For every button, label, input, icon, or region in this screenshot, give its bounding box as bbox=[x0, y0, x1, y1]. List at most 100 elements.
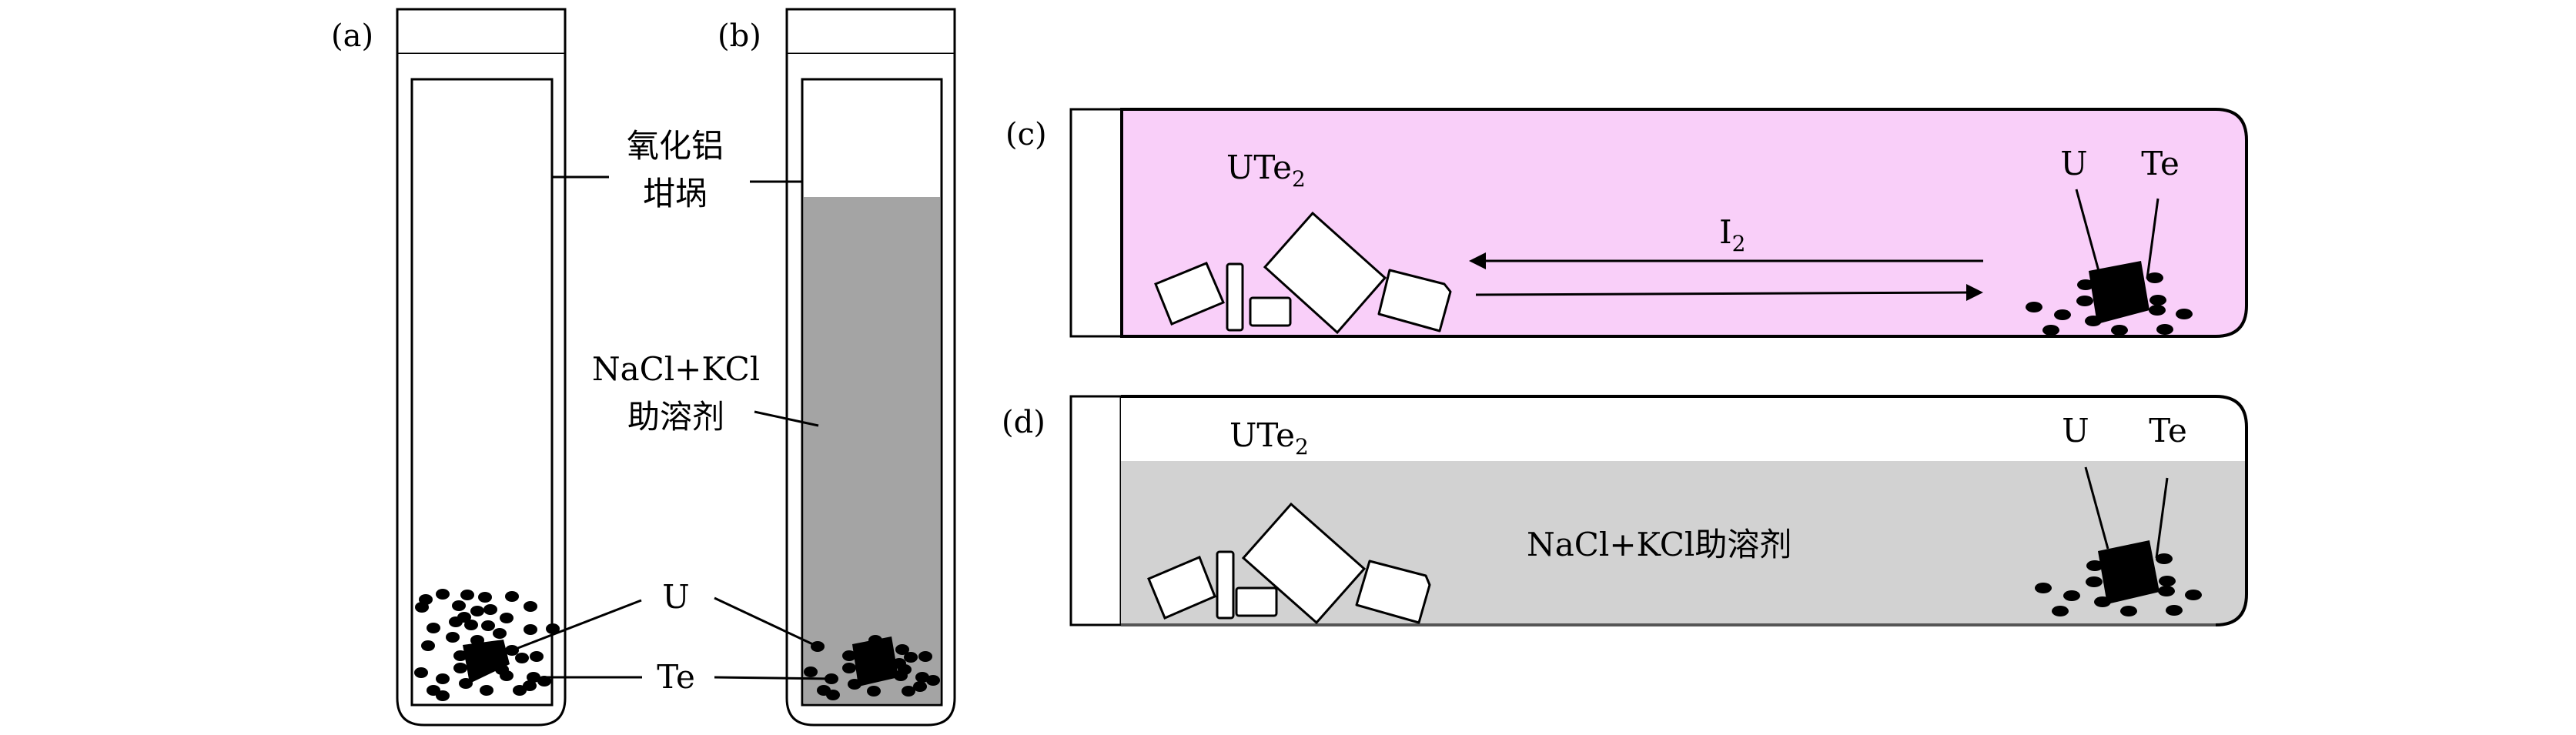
te-particle bbox=[2111, 325, 2128, 336]
tube-b-cap bbox=[785, 8, 956, 55]
panel-a-label: (a) bbox=[331, 18, 373, 54]
tube-b-u-chunk bbox=[852, 636, 898, 687]
panel-c: (c) UTe2 I2 U Te bbox=[1005, 108, 2248, 338]
crucible-label-line2: 坩埚 bbox=[643, 175, 708, 212]
tube-c-te-leader bbox=[2146, 198, 2159, 279]
panel-d-label: (d) bbox=[1002, 405, 1045, 440]
tube-c-u-label: U bbox=[2060, 145, 2087, 182]
tube-b-flux-melt bbox=[804, 197, 940, 703]
te-particle bbox=[421, 640, 435, 651]
te-particle bbox=[527, 672, 540, 683]
te-particle bbox=[2149, 305, 2166, 316]
te-particle bbox=[452, 600, 466, 611]
tube-d-outline bbox=[1121, 395, 2248, 626]
te-particle bbox=[2156, 553, 2173, 564]
flux-label-line1: NaCl+KCl bbox=[592, 350, 760, 388]
crystal-d-large bbox=[1241, 502, 1367, 625]
te-particle bbox=[453, 663, 467, 673]
tube-d-u-leader bbox=[2084, 466, 2109, 550]
te-particle bbox=[2149, 295, 2166, 306]
te-particle bbox=[414, 667, 428, 678]
te-particle bbox=[2185, 590, 2202, 600]
te-particle bbox=[446, 632, 460, 643]
te-particle bbox=[2086, 560, 2103, 571]
tube-a-te-particles bbox=[414, 589, 560, 701]
crystal-c-rod bbox=[1226, 262, 1244, 332]
arrow-forward-line bbox=[1475, 291, 1972, 296]
te-particle bbox=[842, 650, 856, 661]
tube-d-te-particles bbox=[2035, 553, 2202, 616]
u-leader-a bbox=[511, 599, 642, 652]
te-particle bbox=[804, 667, 818, 677]
tube-d-flux-label: NaCl+KCl助溶剂 bbox=[1527, 526, 1791, 563]
te-particle bbox=[524, 624, 537, 635]
te-particle bbox=[2158, 586, 2175, 596]
te-leader-b bbox=[714, 676, 834, 680]
te-particle bbox=[415, 602, 429, 613]
te-particle bbox=[915, 672, 929, 683]
panel-a: (a) bbox=[331, 8, 567, 727]
u-leader-b bbox=[714, 596, 818, 648]
shared-annotations: 氧化铝 坩埚 NaCl+KCl 助溶剂 U Te bbox=[511, 127, 834, 696]
crystal-c-small bbox=[1249, 296, 1292, 327]
panel-c-label: (c) bbox=[1005, 117, 1047, 152]
tube-c-stopper bbox=[1069, 108, 1123, 338]
te-particle bbox=[2166, 605, 2183, 616]
te-particle bbox=[470, 606, 484, 616]
tube-d-te-leader bbox=[2155, 477, 2169, 559]
panel-d: (d) UTe2 NaCl+KCl助溶剂 U Te bbox=[1002, 395, 2248, 626]
te-particle bbox=[826, 690, 840, 700]
te-particle bbox=[523, 680, 537, 691]
te-particle bbox=[480, 685, 493, 696]
arrow-forward-head bbox=[1966, 284, 1983, 301]
te-particle bbox=[530, 651, 544, 662]
te-particle bbox=[546, 623, 560, 634]
te-particle bbox=[478, 592, 492, 603]
te-particle bbox=[918, 651, 932, 662]
te-particle bbox=[505, 591, 519, 602]
te-particle bbox=[500, 613, 514, 623]
te-particle bbox=[436, 690, 450, 701]
te-particle bbox=[2156, 324, 2173, 335]
te-particle bbox=[2146, 272, 2163, 283]
panel-b: (b) bbox=[718, 8, 956, 727]
te-particle bbox=[513, 685, 527, 696]
tube-d-u-label: U bbox=[2062, 412, 2089, 449]
te-particle bbox=[515, 653, 529, 663]
te-particle bbox=[500, 670, 514, 681]
crystal-d-4 bbox=[1355, 560, 1431, 624]
te-particle bbox=[926, 675, 940, 686]
te-particle bbox=[464, 620, 478, 630]
crystal-d-rod bbox=[1216, 550, 1235, 620]
u-label: U bbox=[662, 578, 689, 616]
te-particle bbox=[904, 652, 918, 663]
te-particle bbox=[2035, 583, 2052, 593]
tube-d-u-chunk bbox=[2098, 540, 2159, 604]
te-particle bbox=[481, 620, 495, 631]
te-particle bbox=[524, 601, 537, 612]
te-particle bbox=[2159, 576, 2176, 586]
te-particle bbox=[2026, 302, 2042, 312]
te-particle bbox=[2076, 296, 2093, 306]
crystal-c-4 bbox=[1377, 269, 1452, 332]
te-label: Te bbox=[657, 658, 695, 696]
te-particle bbox=[2052, 606, 2069, 616]
tube-d-te-label: Te bbox=[2149, 412, 2187, 449]
crystal-c-large bbox=[1263, 211, 1387, 335]
te-particle bbox=[2077, 279, 2094, 290]
crystal-d-1 bbox=[1147, 556, 1216, 620]
tube-c-u-leader bbox=[2075, 189, 2100, 272]
te-particle bbox=[483, 604, 497, 615]
arrow-back-head bbox=[1469, 252, 1486, 269]
te-particle bbox=[436, 673, 450, 684]
flux-label-line2: 助溶剂 bbox=[627, 398, 724, 436]
transport-agent-label: I2 bbox=[1719, 213, 1745, 256]
tube-c-te-label: Te bbox=[2141, 145, 2180, 182]
te-particle bbox=[2042, 325, 2059, 336]
te-particle bbox=[453, 650, 467, 661]
tube-d-stopper bbox=[1069, 395, 1122, 626]
crystal-d-small bbox=[1235, 586, 1278, 617]
te-particle bbox=[913, 681, 927, 692]
crystal-c-1 bbox=[1154, 262, 1225, 326]
tube-a-cap bbox=[396, 8, 567, 55]
